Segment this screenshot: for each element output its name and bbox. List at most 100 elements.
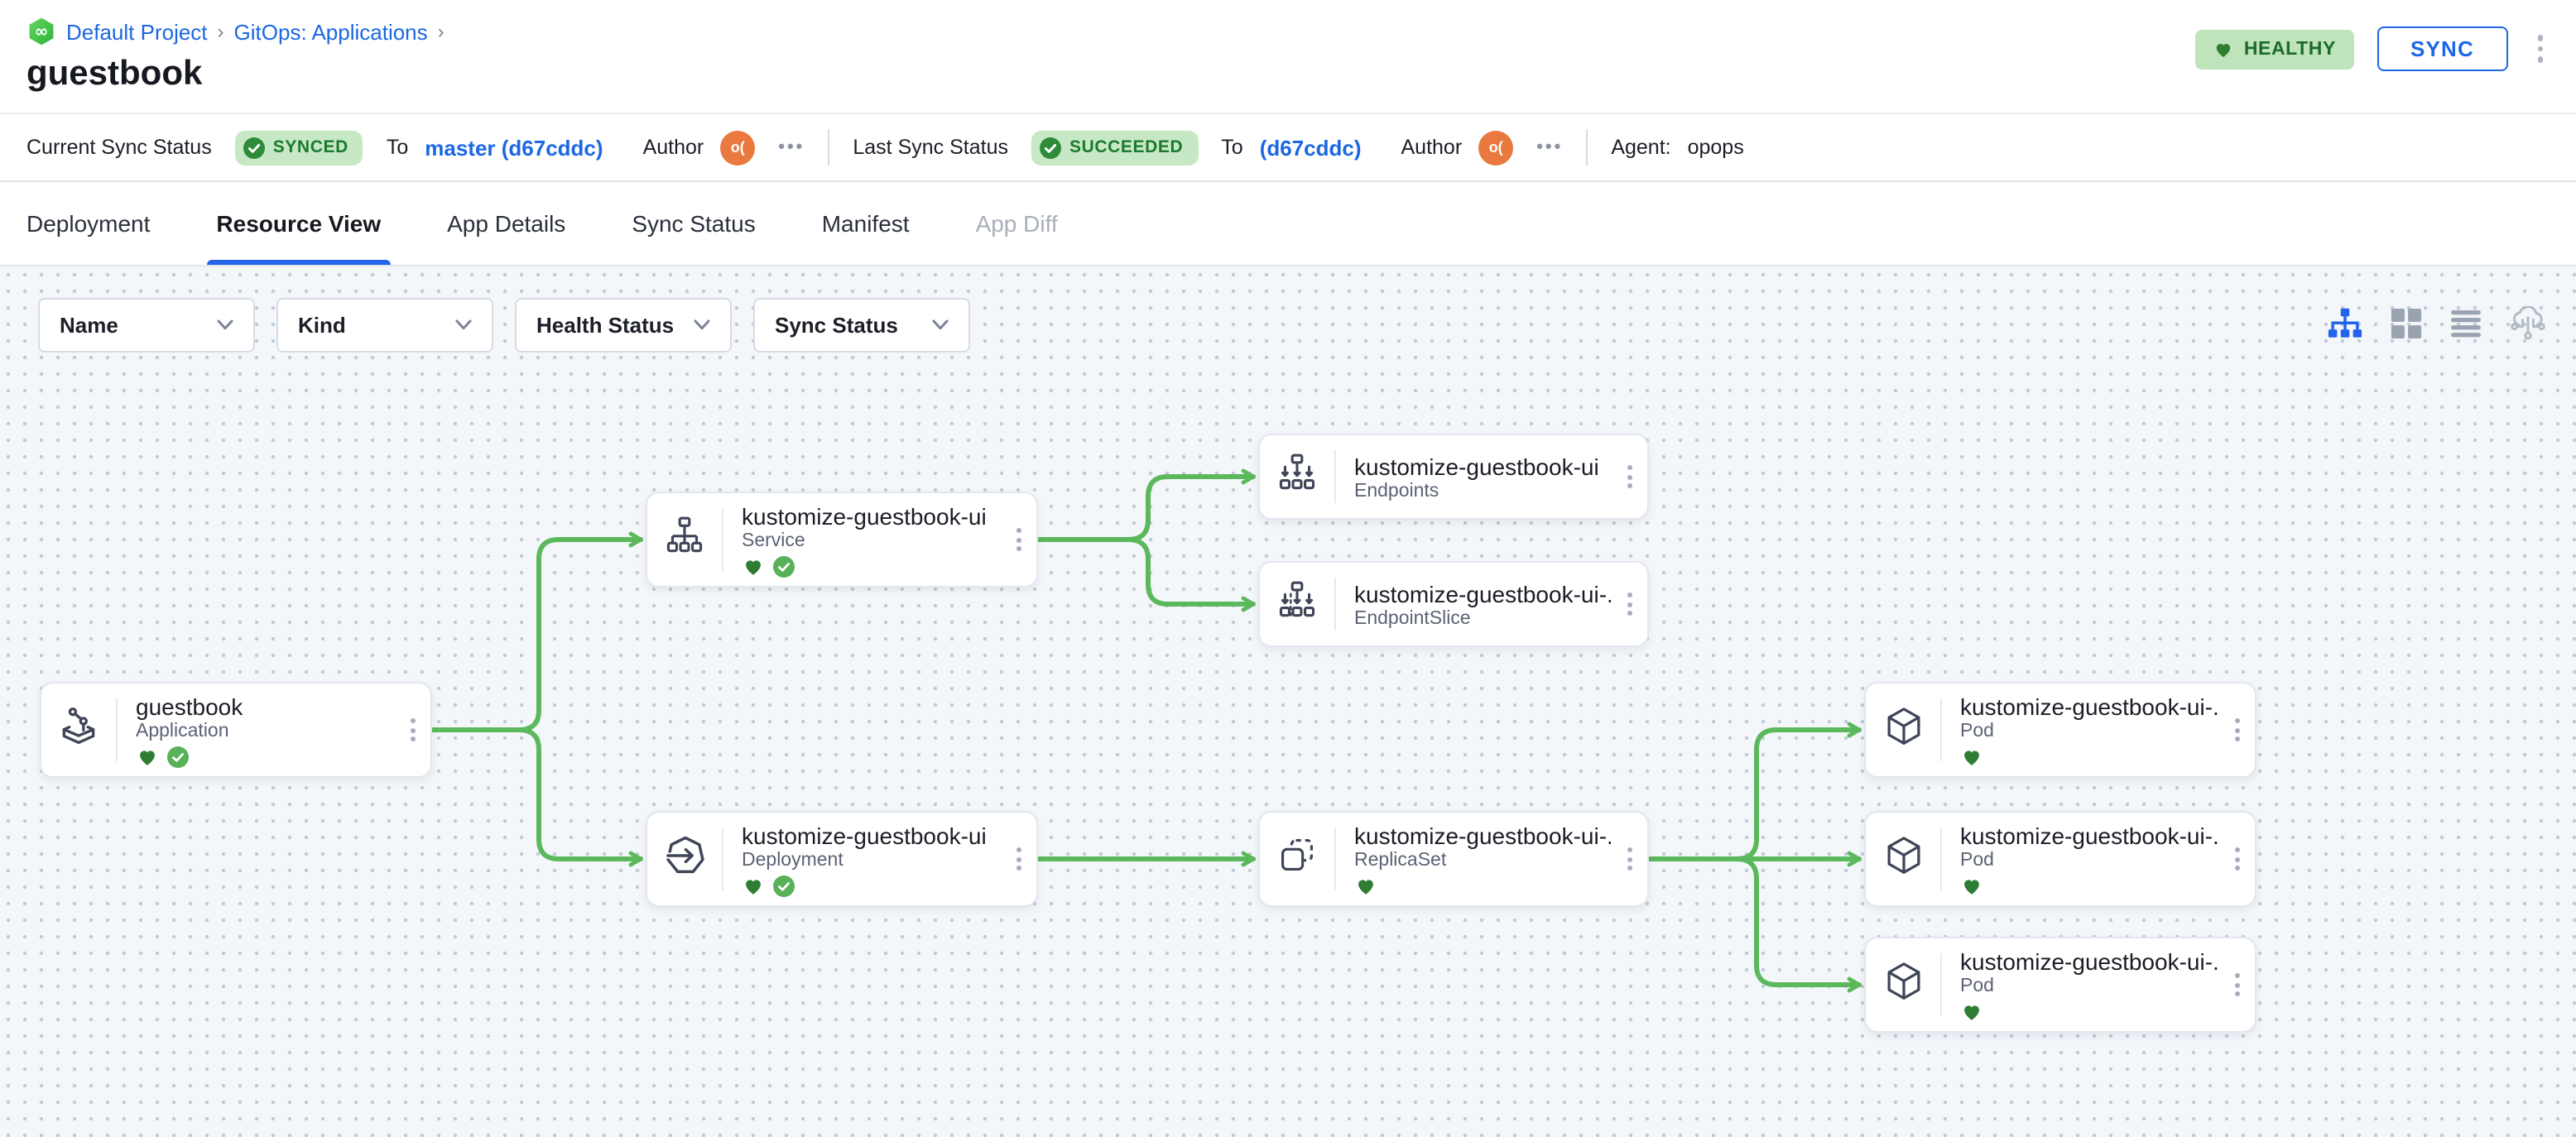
node-service-svc[interactable]: kustomize-guestbook-ui Service <box>646 492 1038 588</box>
gitops-logo-icon: ∞ <box>29 17 54 46</box>
author-label: Author <box>642 136 704 159</box>
cluster-view-icon[interactable] <box>2510 306 2546 341</box>
sync-status-bar: Current Sync Status SYNCED To master (d6… <box>0 113 2576 182</box>
filter-bar: Name Kind Health Status Sync Status <box>38 298 970 353</box>
tab-deployment[interactable]: Deployment <box>26 210 151 237</box>
chevron-down-icon <box>694 319 710 330</box>
sync-button[interactable]: SYNC <box>2377 26 2507 71</box>
node-menu-icon[interactable] <box>1624 465 1647 488</box>
agent-label: Agent: <box>1611 136 1671 159</box>
resource-kind: Deployment <box>742 850 843 870</box>
service-icon <box>662 513 707 566</box>
endpoints-icon <box>1275 450 1319 503</box>
healthy-heart-icon <box>1964 1005 1979 1019</box>
list-view-icon[interactable] <box>2450 309 2482 338</box>
tab-sync-status[interactable]: Sync Status <box>632 210 756 237</box>
synced-check-icon <box>773 555 795 577</box>
breadcrumb: ∞ Default Project › GitOps: Applications… <box>26 17 2550 46</box>
resource-name: kustomize-guestbook-ui-... <box>1960 693 2218 719</box>
grid-view-icon[interactable] <box>2391 308 2422 339</box>
divider <box>722 508 723 571</box>
divider <box>722 828 723 890</box>
view-toggle-group <box>2328 306 2546 341</box>
edge-rs-pod1 <box>1646 722 1862 861</box>
resource-name: kustomize-guestbook-ui <box>742 502 987 529</box>
node-menu-icon[interactable] <box>1624 847 1647 871</box>
node-endpointslice-eps[interactable]: kustomize-guestbook-ui-... EndpointSlice <box>1258 561 1649 647</box>
commit-more-icon[interactable]: ••• <box>778 137 805 157</box>
chevron-down-icon <box>455 319 472 330</box>
commit-more-icon[interactable]: ••• <box>1536 137 1564 157</box>
node-pod-pod2[interactable]: kustomize-guestbook-ui-... Pod <box>1864 811 2256 907</box>
breadcrumb-separator: › <box>437 20 445 43</box>
node-menu-icon[interactable] <box>1013 528 1036 551</box>
tab-resource-view[interactable]: Resource View <box>206 182 392 265</box>
resource-name: kustomize-guestbook-ui <box>742 822 987 848</box>
node-deployment-dep[interactable]: kustomize-guestbook-ui Deployment <box>646 811 1038 907</box>
to-label: To <box>1221 136 1243 159</box>
node-replicaset-rs[interactable]: kustomize-guestbook-ui-... ReplicaSet <box>1258 811 1649 907</box>
pod-icon <box>1880 703 1926 757</box>
divider <box>1334 450 1336 503</box>
divider <box>1334 828 1336 890</box>
resource-name: guestbook <box>136 693 243 719</box>
current-sync-status-label: Current Sync Status <box>26 136 212 159</box>
heart-icon <box>2217 43 2232 56</box>
edge-rs-pod3 <box>1646 856 1862 993</box>
filter-name[interactable]: Name <box>38 298 255 353</box>
tree-view-icon[interactable] <box>2328 307 2362 340</box>
filter-kind[interactable]: Kind <box>276 298 493 353</box>
resource-tree-canvas[interactable]: Name Kind Health Status Sync Status <box>0 266 2576 1137</box>
health-status-icons <box>742 875 1000 896</box>
synced-badge: SYNCED <box>234 130 363 165</box>
pod-icon <box>1880 832 1926 886</box>
resource-kind: Application <box>136 721 229 741</box>
last-target-commit[interactable]: (d67cddc) <box>1259 135 1362 160</box>
edge-app-dep <box>430 727 643 867</box>
tab-manifest[interactable]: Manifest <box>821 210 910 237</box>
replicaset-icon <box>1275 832 1319 885</box>
breadcrumb-section[interactable]: GitOps: Applications <box>233 19 428 44</box>
node-pod-pod1[interactable]: kustomize-guestbook-ui-... Pod <box>1864 682 2256 778</box>
health-status-icons <box>1960 1000 2218 1022</box>
divider <box>1940 698 1942 761</box>
health-status-icons <box>1354 875 1611 896</box>
divider <box>116 698 118 761</box>
node-menu-icon[interactable] <box>1013 847 1036 871</box>
node-application-app[interactable]: guestbook Application <box>40 682 432 778</box>
resource-kind: Pod <box>1960 721 1994 741</box>
page-header: ∞ Default Project › GitOps: Applications… <box>0 0 2576 113</box>
health-status-icons <box>1960 875 2218 896</box>
health-status-icons <box>742 555 1000 577</box>
divider <box>1940 828 1942 890</box>
node-menu-icon[interactable] <box>2232 973 2255 996</box>
node-pod-pod3[interactable]: kustomize-guestbook-ui-... Pod <box>1864 937 2256 1033</box>
node-menu-icon[interactable] <box>407 718 430 741</box>
more-options-icon[interactable] <box>2530 32 2550 66</box>
divider <box>828 129 830 166</box>
application-icon <box>56 703 101 756</box>
divider <box>1586 129 1588 166</box>
filter-health-status[interactable]: Health Status <box>515 298 732 353</box>
succeeded-badge: SUCCEEDED <box>1031 130 1199 165</box>
filter-sync-status[interactable]: Sync Status <box>753 298 970 353</box>
resource-kind: Service <box>742 530 805 550</box>
breadcrumb-project[interactable]: Default Project <box>66 19 208 44</box>
tab-app-details[interactable]: App Details <box>447 210 566 237</box>
node-menu-icon[interactable] <box>2232 718 2255 741</box>
resource-name: kustomize-guestbook-ui-... <box>1354 822 1611 848</box>
current-target-commit[interactable]: master (d67cddc) <box>425 135 603 160</box>
resource-name: kustomize-guestbook-ui-... <box>1960 948 2218 974</box>
check-circle-icon <box>1040 137 1061 158</box>
author-avatar: o( <box>1478 130 1514 165</box>
resource-kind: Pod <box>1960 976 1994 995</box>
last-sync-status-label: Last Sync Status <box>853 136 1008 159</box>
healthy-heart-icon <box>140 750 155 765</box>
node-endpoints-ep[interactable]: kustomize-guestbook-ui Endpoints <box>1258 434 1649 520</box>
node-menu-icon[interactable] <box>1624 592 1647 616</box>
edge-app-svc <box>430 531 643 732</box>
divider <box>1940 953 1942 1016</box>
author-label: Author <box>1401 136 1463 159</box>
node-menu-icon[interactable] <box>2232 847 2255 871</box>
